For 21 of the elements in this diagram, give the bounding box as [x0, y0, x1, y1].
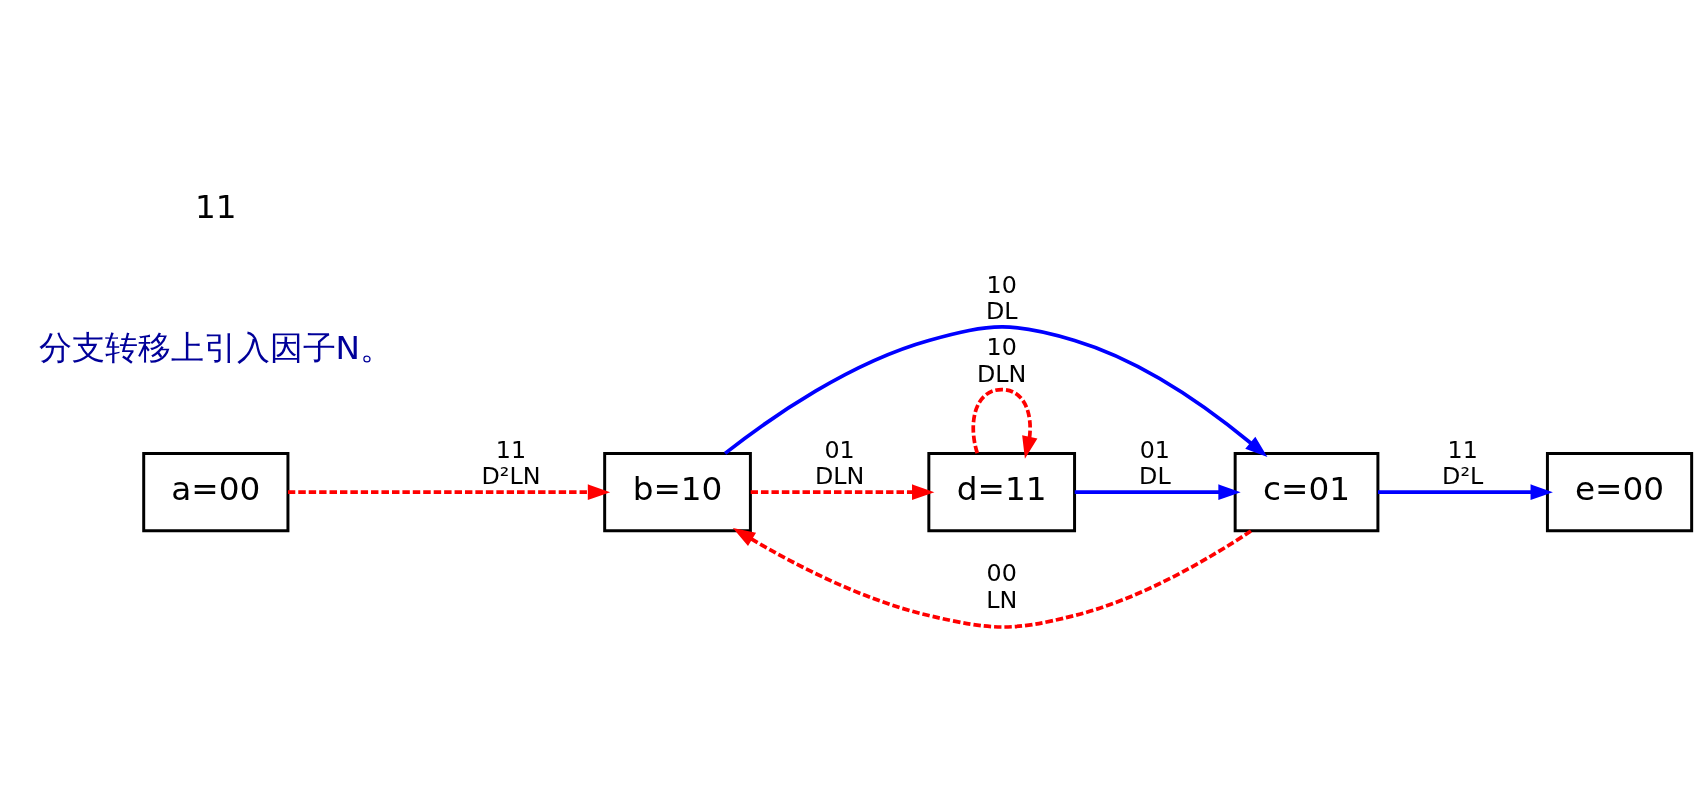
edge-label: 11 D²L — [1442, 435, 1484, 490]
arrow — [732, 527, 1252, 629]
node-box: e=00 — [1545, 451, 1694, 532]
node-box: b=10 — [603, 451, 752, 532]
arrow — [288, 483, 611, 500]
edge-label: 10 DL — [985, 270, 1018, 325]
arrow — [1378, 483, 1553, 500]
label: 分支转移上引入因子N。 — [38, 328, 394, 367]
arrow — [971, 387, 1038, 459]
arrow — [1074, 483, 1241, 500]
arrow — [723, 324, 1268, 457]
edge-label: 01 DLN — [814, 435, 865, 490]
edge-label: 11 D²LN — [481, 435, 541, 490]
node-box: d=11 — [927, 451, 1077, 532]
node-box: a=00 — [142, 451, 290, 532]
arrow — [750, 483, 935, 500]
node-box: c=01 — [1233, 451, 1380, 532]
edge-label: 10 DLN — [977, 332, 1027, 388]
edge-label: 00 LN — [986, 558, 1018, 614]
label: 11 — [195, 187, 237, 226]
edge-label: 01 DL — [1139, 435, 1171, 490]
